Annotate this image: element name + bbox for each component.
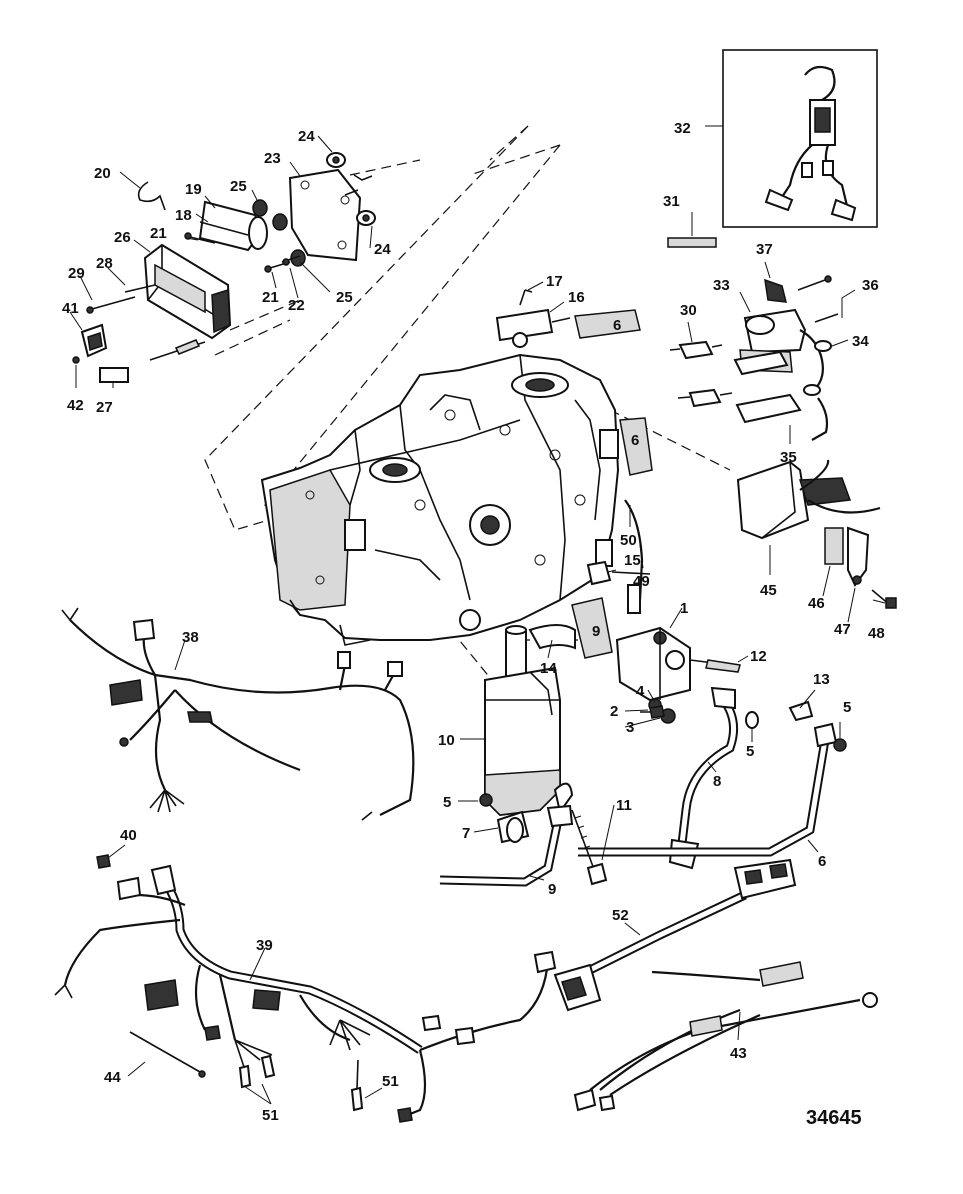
harness-39 <box>54 854 557 1123</box>
callout-24-top: 24 <box>298 128 315 145</box>
callout-11: 11 <box>616 797 632 814</box>
callout-25-top: 25 <box>230 178 247 195</box>
callout-16: 16 <box>568 289 585 306</box>
callout-43: 43 <box>730 1045 747 1062</box>
callout-34: 34 <box>852 333 869 350</box>
callout-40: 40 <box>120 827 137 844</box>
callout-6: 6 <box>818 853 826 870</box>
callout-51-right: 51 <box>382 1073 399 1090</box>
callout-12: 12 <box>750 648 767 665</box>
callout-39: 39 <box>256 937 273 954</box>
ecu-module-group <box>72 152 376 383</box>
callout-13: 13 <box>813 671 830 688</box>
callout-31: 31 <box>663 193 680 210</box>
callout-7: 7 <box>462 825 470 842</box>
ignition-coil-inset <box>722 49 878 228</box>
callout-50: 50 <box>620 532 637 549</box>
callout-29: 29 <box>68 265 85 282</box>
tube-mark-2: 6 <box>631 432 639 449</box>
callout-8: 8 <box>713 773 721 790</box>
callout-33: 33 <box>713 277 730 294</box>
callout-24-right: 24 <box>374 241 391 258</box>
tube-mark-1: 6 <box>613 317 621 334</box>
starter-motor <box>479 625 574 817</box>
callout-52: 52 <box>612 907 629 924</box>
callout-labels: 24 23 20 19 25 18 24 21 26 28 29 21 22 2… <box>62 120 885 1129</box>
callout-49: 49 <box>633 573 650 590</box>
callout-42: 42 <box>67 397 84 414</box>
callout-44: 44 <box>104 1069 121 1086</box>
callout-21-top: 21 <box>150 225 167 242</box>
rectifier-module-group <box>736 459 897 609</box>
callout-21-bottom: 21 <box>262 289 279 306</box>
callout-41: 41 <box>62 300 79 317</box>
callout-18: 18 <box>175 207 192 224</box>
callout-3: 3 <box>626 719 634 736</box>
callout-14: 14 <box>540 660 557 677</box>
decal-31 <box>667 237 717 248</box>
callout-27: 27 <box>96 399 113 416</box>
callout-26: 26 <box>114 229 131 246</box>
battery-cables <box>439 560 847 887</box>
callout-45: 45 <box>760 582 777 599</box>
extension-harness-52-43 <box>553 858 878 1112</box>
callout-2: 2 <box>610 703 618 720</box>
callout-46: 46 <box>808 595 825 612</box>
callout-19: 19 <box>185 181 202 198</box>
callout-48: 48 <box>868 625 885 642</box>
callout-28: 28 <box>96 255 113 272</box>
sensor-16-and-tubes: 6 6 9 <box>495 289 653 659</box>
callout-30: 30 <box>680 302 697 319</box>
callout-5-right: 5 <box>843 699 851 716</box>
callout-4: 4 <box>636 683 645 700</box>
callout-5-left: 5 <box>443 794 451 811</box>
callout-47: 47 <box>834 621 851 638</box>
callout-20: 20 <box>94 165 111 182</box>
callout-1: 1 <box>680 600 688 617</box>
leader-lines <box>69 125 886 1105</box>
callout-15: 15 <box>624 552 641 569</box>
callout-32: 32 <box>674 120 691 137</box>
callout-36: 36 <box>862 277 879 294</box>
callout-23: 23 <box>264 150 281 167</box>
callout-38: 38 <box>182 629 199 646</box>
callout-37: 37 <box>756 241 773 258</box>
figure-number: 34645 <box>806 1107 862 1129</box>
callout-10: 10 <box>438 732 455 749</box>
callout-25-bottom: 25 <box>336 289 353 306</box>
callout-22: 22 <box>288 297 305 314</box>
callout-51-left: 51 <box>262 1107 279 1124</box>
ignition-coils-and-plugs <box>669 275 839 441</box>
tube-mark-3: 9 <box>592 623 600 640</box>
callout-5-mid: 5 <box>746 743 754 760</box>
harness-38 <box>61 607 415 821</box>
engine-block <box>260 353 620 646</box>
callout-17: 17 <box>546 273 563 290</box>
starter-solenoid-group <box>615 626 741 724</box>
callout-35: 35 <box>780 449 797 466</box>
callout-9: 9 <box>548 881 556 898</box>
